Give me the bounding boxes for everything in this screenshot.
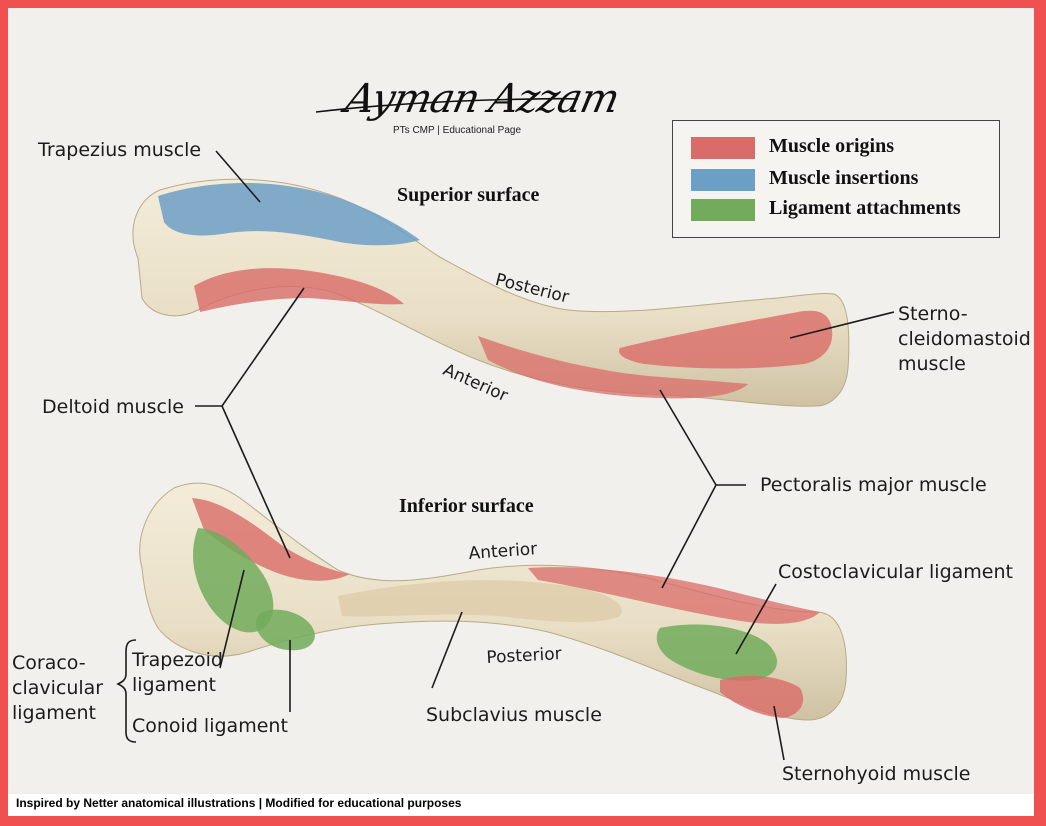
legend-swatch-insertions <box>691 169 755 191</box>
label-trapezoid-line2: ligament <box>132 674 216 696</box>
label-sternohyoid: Sternohyoid muscle <box>782 763 971 785</box>
scm-origin-area <box>619 310 833 369</box>
subclavius-leader <box>431 611 463 689</box>
clavicle-illustration <box>116 97 895 761</box>
deltoid-leader-top <box>221 287 305 407</box>
conoid-ligament-area <box>255 609 315 651</box>
logo-subtitle: PTs CMP | Educational Page <box>393 125 522 136</box>
sternohyoid-origin-area <box>720 675 804 718</box>
label-coracoclavicular-line2: clavicular <box>12 677 104 699</box>
label-subclavius: Subclavius muscle <box>426 704 602 726</box>
logo-swoosh <box>315 97 579 113</box>
footer-credit: Inspired by Netter anatomical illustrati… <box>16 796 462 810</box>
orientation-bottom-posterior: Posterior <box>486 644 563 668</box>
legend-swatch-ligaments <box>691 199 755 221</box>
label-conoid: Conoid ligament <box>132 715 288 737</box>
trapezoid-ligament-area <box>193 528 274 633</box>
label-scm-line3: muscle <box>898 353 966 375</box>
pectoralis-origin-area-inferior <box>528 567 820 624</box>
label-pectoralis: Pectoralis major muscle <box>760 474 987 496</box>
deltoid-origin-area-inferior <box>192 498 350 581</box>
sternohyoid-leader <box>773 705 785 761</box>
subclavius-insertion-area <box>338 580 622 623</box>
label-scm-line1: Sterno- <box>898 303 968 325</box>
scm-leader <box>789 311 895 339</box>
superior-surface-title: Superior surface <box>397 184 540 206</box>
superior-clavicle <box>132 178 850 407</box>
legend: Muscle origins Muscle insertions Ligamen… <box>672 120 1000 238</box>
inferior-surface-title: Inferior surface <box>399 495 534 517</box>
pectoralis-leader-top <box>659 389 717 486</box>
label-deltoid: Deltoid muscle <box>42 396 184 418</box>
photo-frame: Ayman Azzam PTs CMP | Educational Page M… <box>8 8 1034 816</box>
label-scm-line2: cleidomastoid <box>898 328 1031 350</box>
label-trapezius: Trapezius muscle <box>38 139 202 161</box>
deltoid-leader-bottom <box>221 405 291 559</box>
label-costoclavicular: Costoclavicular ligament <box>778 561 1013 583</box>
pectoralis-leader-bottom <box>661 484 717 589</box>
logo-signature: Ayman Azzam <box>341 76 623 122</box>
leader-lines <box>116 150 895 761</box>
pectoralis-origin-area-superior <box>478 336 748 399</box>
label-trapezoid-line1: Trapezoid <box>132 649 223 671</box>
coracoclavicular-bracket <box>116 639 137 743</box>
legend-label-insertions: Muscle insertions <box>769 167 919 189</box>
trapezius-leader <box>215 150 261 203</box>
legend-swatch-origins <box>691 137 755 159</box>
costoclavicular-leader <box>735 583 777 655</box>
footer-bar: Inspired by Netter anatomical illustrati… <box>8 794 1034 816</box>
legend-label-origins: Muscle origins <box>769 135 894 157</box>
label-coracoclavicular-line3: ligament <box>12 702 96 724</box>
trapezoid-leader <box>219 569 245 669</box>
costoclavicular-ligament-area <box>656 624 778 681</box>
label-coracoclavicular-line1: Coraco- <box>12 652 86 674</box>
trapezius-insertion-area <box>158 182 420 246</box>
inferior-clavicle <box>139 482 847 721</box>
legend-label-ligaments: Ligament attachments <box>769 197 961 219</box>
deltoid-origin-area-superior <box>194 268 404 312</box>
